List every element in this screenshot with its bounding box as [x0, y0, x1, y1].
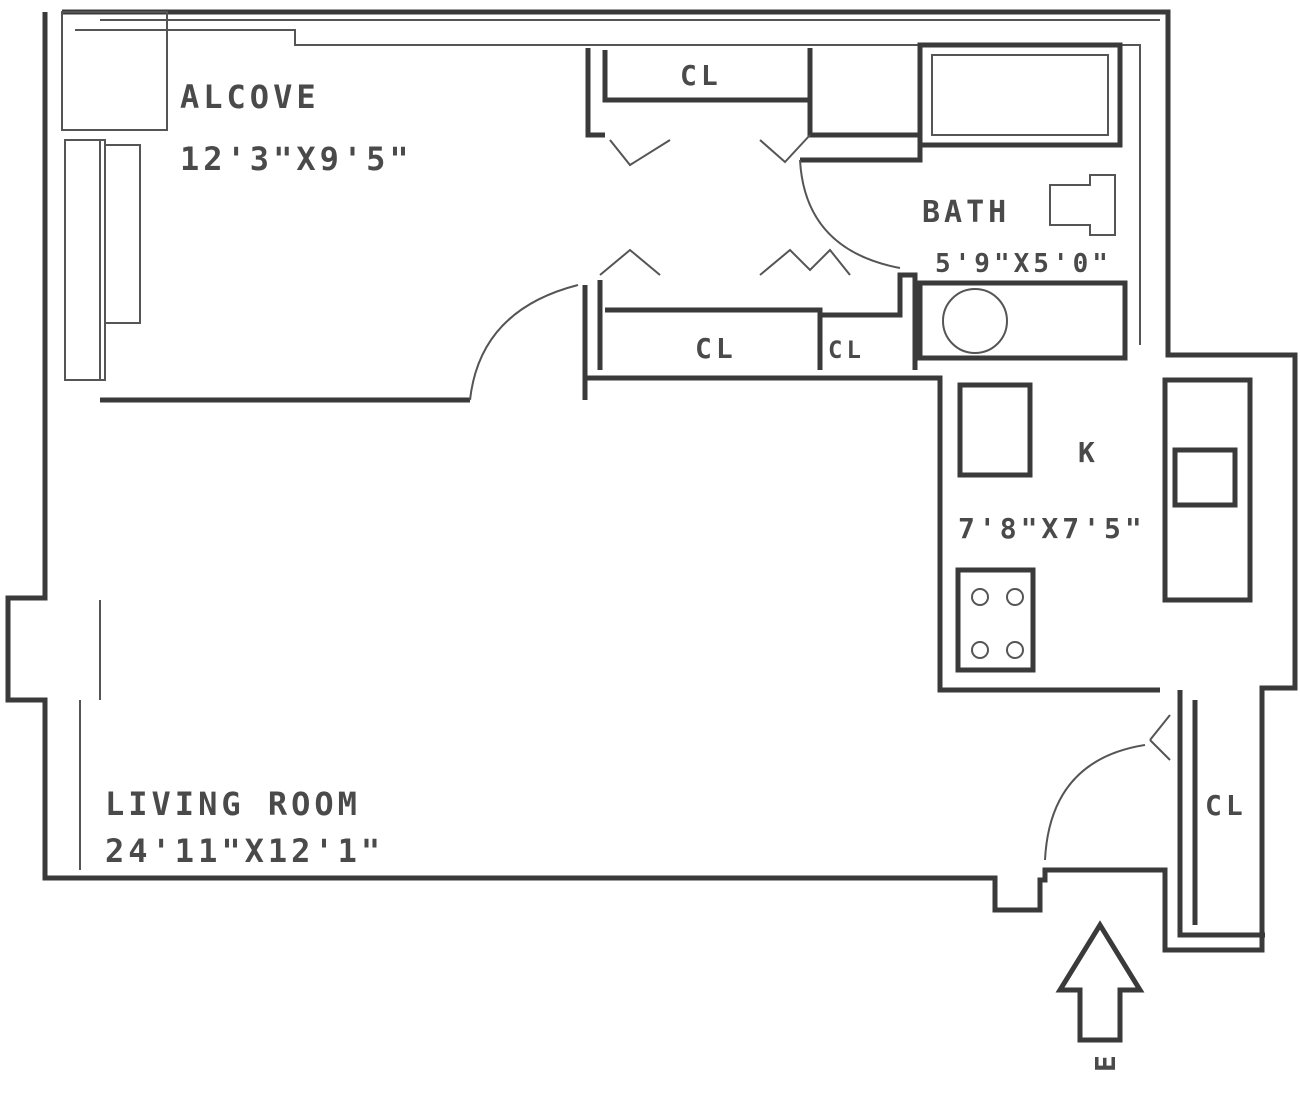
- bath-dims: 5'9"X5'0": [935, 249, 1112, 279]
- lower-closet-wall: [597, 272, 918, 370]
- vanity: [917, 280, 1128, 361]
- closet-label: CL: [1205, 789, 1247, 822]
- closet-label: CL: [680, 59, 722, 92]
- toilet-icon: [1049, 174, 1116, 236]
- living-room-label: LIVING ROOM: [105, 785, 361, 823]
- refrigerator: [957, 382, 1033, 478]
- closet-door: [1149, 714, 1171, 761]
- closet-door: [599, 248, 851, 276]
- alcove-column: [61, 11, 168, 131]
- burner-icon: [1006, 588, 1024, 606]
- entry-door-swing: [1044, 744, 1146, 861]
- bathtub-inner: [931, 54, 1109, 136]
- kitchen-label: K: [1078, 436, 1099, 469]
- living-room-dims: 24'11"X12'1": [105, 832, 384, 870]
- burner-icon: [1006, 641, 1024, 659]
- closet-door: [609, 134, 811, 167]
- burner-icon: [971, 588, 989, 606]
- inner-wall-line: [75, 19, 1160, 870]
- outer-wall: [5, 9, 1298, 953]
- alcove-radiator: [104, 144, 141, 324]
- alcove-divider: [100, 285, 1160, 693]
- top-closet-wall: [585, 48, 923, 163]
- burner-icon: [971, 641, 989, 659]
- closet-label: CL: [695, 332, 737, 365]
- alcove-label: ALCOVE: [180, 78, 320, 116]
- alcove-door-swing: [469, 284, 579, 401]
- kitchen-counter: [1162, 377, 1253, 603]
- kitchen-dims: 7'8"X7'5": [958, 512, 1146, 545]
- entrance-label: E: [1089, 1051, 1122, 1072]
- bath-door-swing: [799, 159, 901, 269]
- closet-label: CL: [828, 336, 865, 364]
- sink-icon: [942, 288, 1008, 354]
- alcove-dims: 12'3"X9'5": [180, 140, 413, 178]
- entrance-arrow-icon: [1055, 920, 1145, 1043]
- bathtub: [917, 42, 1123, 148]
- entry-closet-wall: [1177, 690, 1265, 938]
- stove: [955, 567, 1036, 673]
- bath-label: BATH: [922, 195, 1010, 230]
